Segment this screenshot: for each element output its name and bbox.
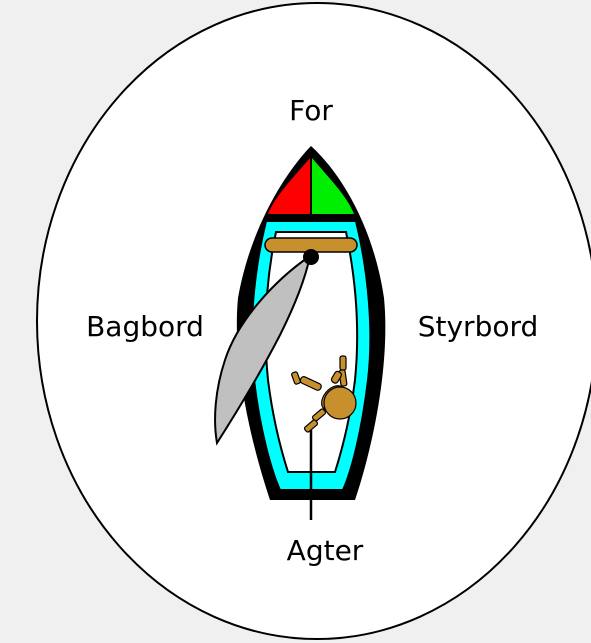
label-starboard: Styrbord [418,310,539,343]
mast [303,249,319,265]
label-port: Bagbord [86,310,204,343]
label-bow: For [289,94,333,127]
label-stern: Agter [287,534,364,567]
